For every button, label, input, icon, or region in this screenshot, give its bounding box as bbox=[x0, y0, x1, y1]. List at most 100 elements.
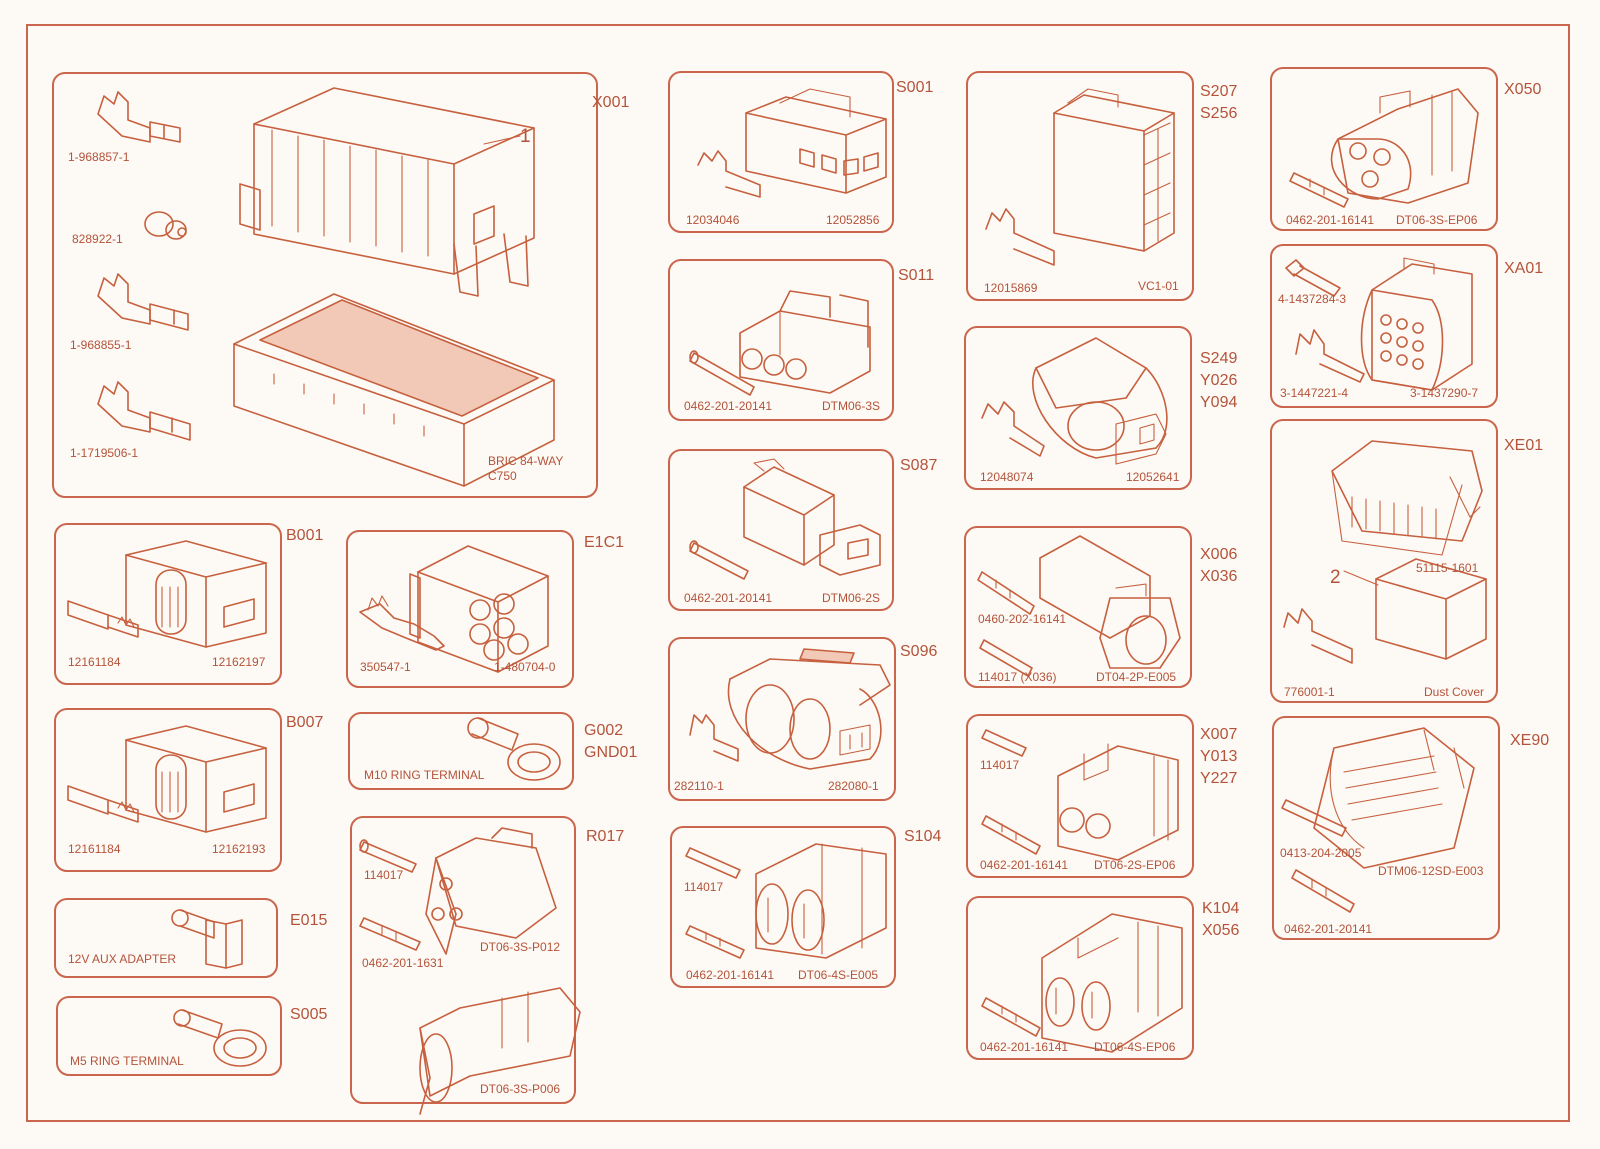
xe90-illustration bbox=[1281, 727, 1475, 913]
part-number: 12162197 bbox=[212, 655, 266, 669]
bolt-icon bbox=[1285, 259, 1341, 297]
panel-id-label: S011 bbox=[898, 267, 935, 284]
part-number: 114017 (X036) bbox=[978, 670, 1057, 684]
terminal-icon bbox=[359, 595, 445, 651]
panel-e015: E015 12V AUX ADAPTER bbox=[54, 898, 327, 978]
callout-number: 2 bbox=[1330, 567, 1341, 588]
panel-b007: B007 12161184 12162193 bbox=[54, 708, 323, 872]
terminal-icon bbox=[689, 714, 739, 762]
part-number: 0413-204-2005 bbox=[1280, 846, 1362, 860]
connector-icon bbox=[743, 458, 881, 576]
terminal-icon bbox=[67, 600, 139, 638]
s087-illustration bbox=[689, 458, 881, 580]
part-number: M5 RING TERMINAL bbox=[70, 1054, 184, 1068]
part-number: 776001-1 bbox=[1284, 685, 1335, 699]
part-number: 0462-201-16141 bbox=[980, 858, 1069, 872]
connector-icon bbox=[1057, 743, 1179, 861]
part-number: DTM06-2S bbox=[822, 591, 881, 605]
connector-icon bbox=[1053, 88, 1175, 252]
bric-cover-icon bbox=[239, 87, 535, 297]
diagram-sheet-border bbox=[26, 24, 1570, 1122]
panel-id-label: S207 S256 bbox=[1200, 83, 1238, 122]
s207-illustration bbox=[985, 88, 1175, 266]
part-number: Dust Cover bbox=[1424, 685, 1485, 699]
panel-id-label: XA01 bbox=[1504, 260, 1544, 277]
part-number: 12034046 bbox=[686, 213, 740, 227]
connector-icon bbox=[739, 290, 871, 394]
panel-id-label: X050 bbox=[1504, 81, 1542, 98]
panel-id-label: S001 bbox=[896, 79, 934, 96]
pin-icon bbox=[1291, 869, 1355, 913]
part-number: 4-1437284-3 bbox=[1278, 292, 1347, 306]
part-number: DT06-3S-P012 bbox=[480, 940, 561, 954]
part-number: 12048074 bbox=[980, 470, 1034, 484]
part-number: 114017 bbox=[684, 880, 724, 894]
connector-icon bbox=[727, 648, 891, 770]
part-number: VC1-01 bbox=[1138, 279, 1179, 293]
part-number: DT06-3S-EP06 bbox=[1396, 213, 1478, 227]
s249-illustration bbox=[981, 337, 1168, 465]
terminal-icon bbox=[97, 273, 189, 331]
connector-icon bbox=[1041, 913, 1183, 1053]
part-number: 0462-201-1631 bbox=[362, 956, 444, 970]
panel-id-label: S005 bbox=[290, 1006, 328, 1023]
panel-r017: R017 114017 0462-201-1631 DT06-3S-P012 D… bbox=[350, 816, 624, 1115]
part-number: 1-480704-0 bbox=[494, 660, 556, 674]
connector-icon bbox=[1360, 257, 1473, 391]
part-number: 12V AUX ADAPTER bbox=[68, 952, 177, 966]
part-number: 12015869 bbox=[984, 281, 1038, 295]
part-number: M10 RING TERMINAL bbox=[364, 768, 485, 782]
part-number: 282080-1 bbox=[828, 779, 879, 793]
connector-icon bbox=[425, 827, 557, 955]
pin-icon bbox=[689, 540, 749, 580]
part-number: BRIC 84-WAY bbox=[488, 454, 564, 468]
panel-s001: S001 12034046 12052856 bbox=[668, 71, 933, 233]
part-number: DT06-4S-EP06 bbox=[1094, 1040, 1176, 1054]
part-number: 0462-201-20141 bbox=[1284, 922, 1373, 936]
x001-illustration bbox=[97, 87, 555, 487]
panel-id-label: XE90 bbox=[1510, 732, 1550, 749]
part-number: 0462-201-16141 bbox=[686, 968, 775, 982]
pin-icon bbox=[1281, 799, 1347, 837]
panel-s207: S207 S256 12015869 VC1-01 bbox=[966, 71, 1237, 301]
connector-icon bbox=[125, 540, 267, 648]
panel-k104: K104 X056 0462-201-16141 DT06-4S-EP06 bbox=[966, 896, 1239, 1060]
panel-xa01: XA01 4-1437284-3 3-1447221-4 3-1437290-7 bbox=[1270, 244, 1543, 408]
connector-icon bbox=[1032, 337, 1168, 465]
panel-id-label: S249 Y026 Y094 bbox=[1200, 350, 1238, 411]
panel-id-label: XE01 bbox=[1504, 437, 1544, 454]
pin-icon bbox=[981, 729, 1027, 757]
panel-x007: X007 Y013 Y227 114017 0462-201-16141 DT0… bbox=[966, 714, 1237, 878]
s104-illustration bbox=[685, 843, 887, 959]
xa01-illustration bbox=[1285, 257, 1473, 391]
part-number: 0462-201-20141 bbox=[684, 399, 773, 413]
part-number: 51115-1601 bbox=[1416, 561, 1479, 575]
connector-icon bbox=[755, 843, 887, 959]
callout-number: 1 bbox=[520, 126, 531, 147]
pin-icon bbox=[689, 350, 755, 396]
pin-icon bbox=[981, 997, 1041, 1037]
part-number: 350547-1 bbox=[360, 660, 411, 674]
x007-illustration bbox=[981, 729, 1179, 861]
part-number: 114017 bbox=[980, 758, 1020, 772]
panel-s087: S087 0462-201-20141 DTM06-2S bbox=[668, 449, 937, 611]
part-number: 0462-201-20141 bbox=[684, 591, 773, 605]
panel-id-label: R017 bbox=[586, 828, 625, 845]
pin-icon bbox=[1289, 172, 1349, 208]
terminal-icon bbox=[1295, 329, 1365, 383]
panel-id-label: E1C1 bbox=[584, 534, 625, 551]
panel-id-label: X006 X036 bbox=[1200, 546, 1238, 585]
ring-terminal-icon bbox=[173, 1009, 267, 1067]
panel-b001: B001 12161184 12162197 bbox=[54, 523, 323, 685]
s096-illustration bbox=[689, 648, 891, 770]
panel-x006: X006 X036 0460-202-16141 114017 (X036) D… bbox=[964, 526, 1237, 688]
callout-leader bbox=[483, 135, 521, 145]
part-number: 1-968857-1 bbox=[68, 150, 130, 164]
panel-s249: S249 Y026 Y094 12048074 12052641 bbox=[964, 326, 1237, 490]
part-number: 1-968855-1 bbox=[70, 338, 132, 352]
panel-x001: 1 X001 1-968857-1 828922-1 1-968855-1 1-… bbox=[52, 72, 629, 498]
pin-icon bbox=[685, 925, 745, 959]
part-number: 12161184 bbox=[68, 842, 121, 856]
s001-illustration bbox=[697, 88, 887, 198]
x050-illustration bbox=[1289, 88, 1479, 208]
